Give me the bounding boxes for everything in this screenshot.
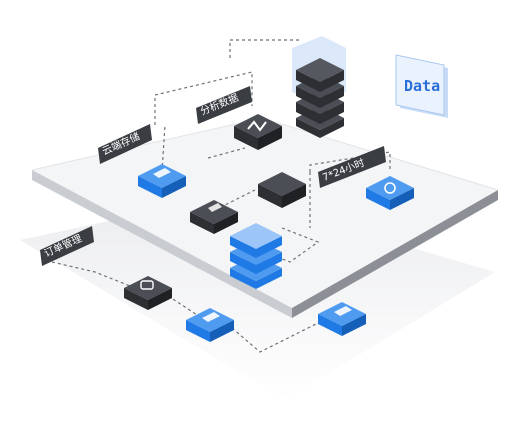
upper-platform xyxy=(31,117,499,318)
data-card: Data xyxy=(395,54,448,118)
chat-node-icon xyxy=(318,302,366,336)
tag-data-analysis: 分析数据 xyxy=(196,86,252,124)
report-node-icon xyxy=(186,308,234,342)
blue-storage-stack-icon xyxy=(230,223,282,289)
order-node-icon xyxy=(124,276,172,310)
server-stack-icon xyxy=(292,36,346,138)
data-card-label: Data xyxy=(404,77,440,95)
cloud-storage-node-icon xyxy=(138,164,186,198)
analysis-node-icon xyxy=(234,114,282,150)
support-node-icon xyxy=(366,176,414,210)
document-node-icon xyxy=(190,200,238,234)
hub-node-icon xyxy=(258,172,306,208)
